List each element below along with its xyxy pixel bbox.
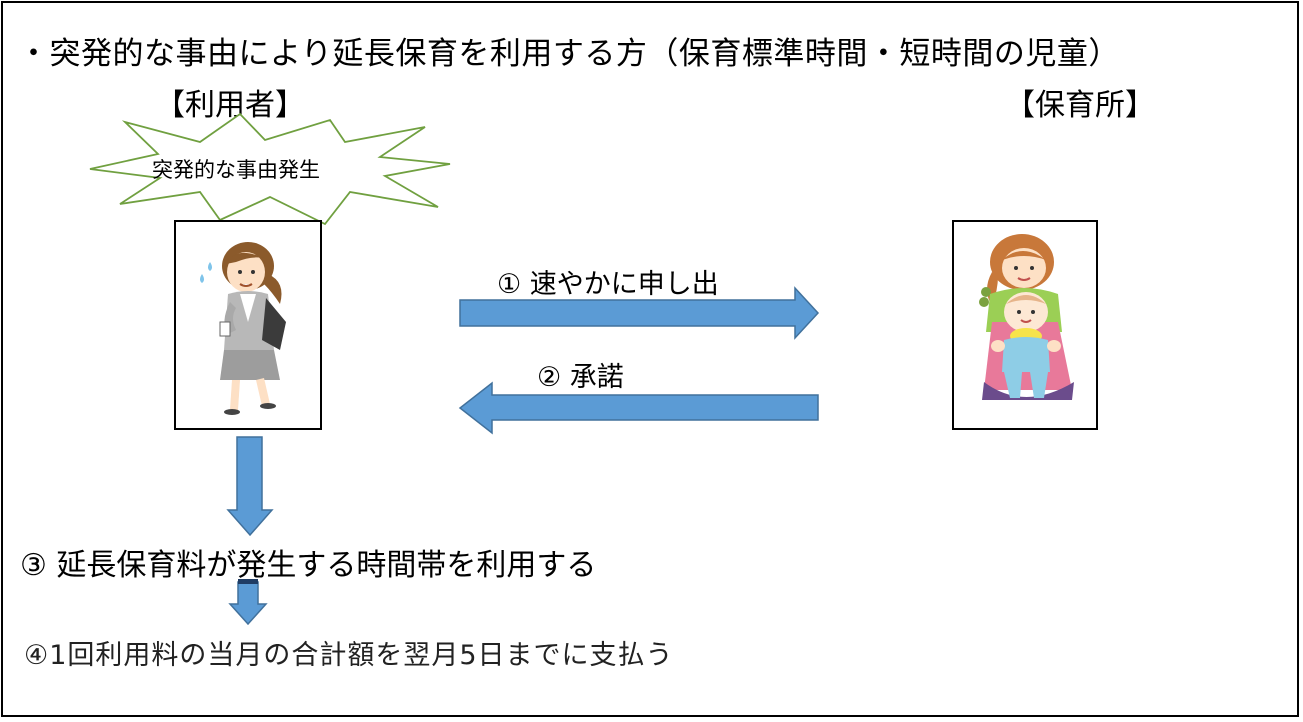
page-title: ・突発的な事由により延長保育を利用する方（保育標準時間・短時間の児童） <box>18 36 1120 72</box>
business-woman-icon <box>200 242 286 415</box>
starburst-shape <box>89 112 451 226</box>
step-4-label: ④1回利用料の当月の合計額を翌月5日までに支払う <box>24 640 674 671</box>
caregiver-with-baby-icon <box>979 234 1074 400</box>
step-1-label: ① 速やかに申し出 <box>497 269 719 300</box>
user-label: 【利用者】 <box>155 88 305 123</box>
burst-label: 突発的な事由発生 <box>152 158 320 182</box>
step-2-label: ② 承諾 <box>537 362 624 393</box>
nursery-figure-box <box>952 220 1098 430</box>
arrow-right-icon <box>459 286 820 340</box>
user-figure-box <box>174 220 322 430</box>
arrow-left-icon <box>458 381 819 435</box>
nursery-label: 【保育所】 <box>1005 88 1155 123</box>
arrow-down-icon <box>226 436 274 537</box>
arrow-down-small-icon <box>228 581 268 626</box>
step-3-label: ③ 延長保育料が発生する時間帯を利用する <box>20 548 597 583</box>
